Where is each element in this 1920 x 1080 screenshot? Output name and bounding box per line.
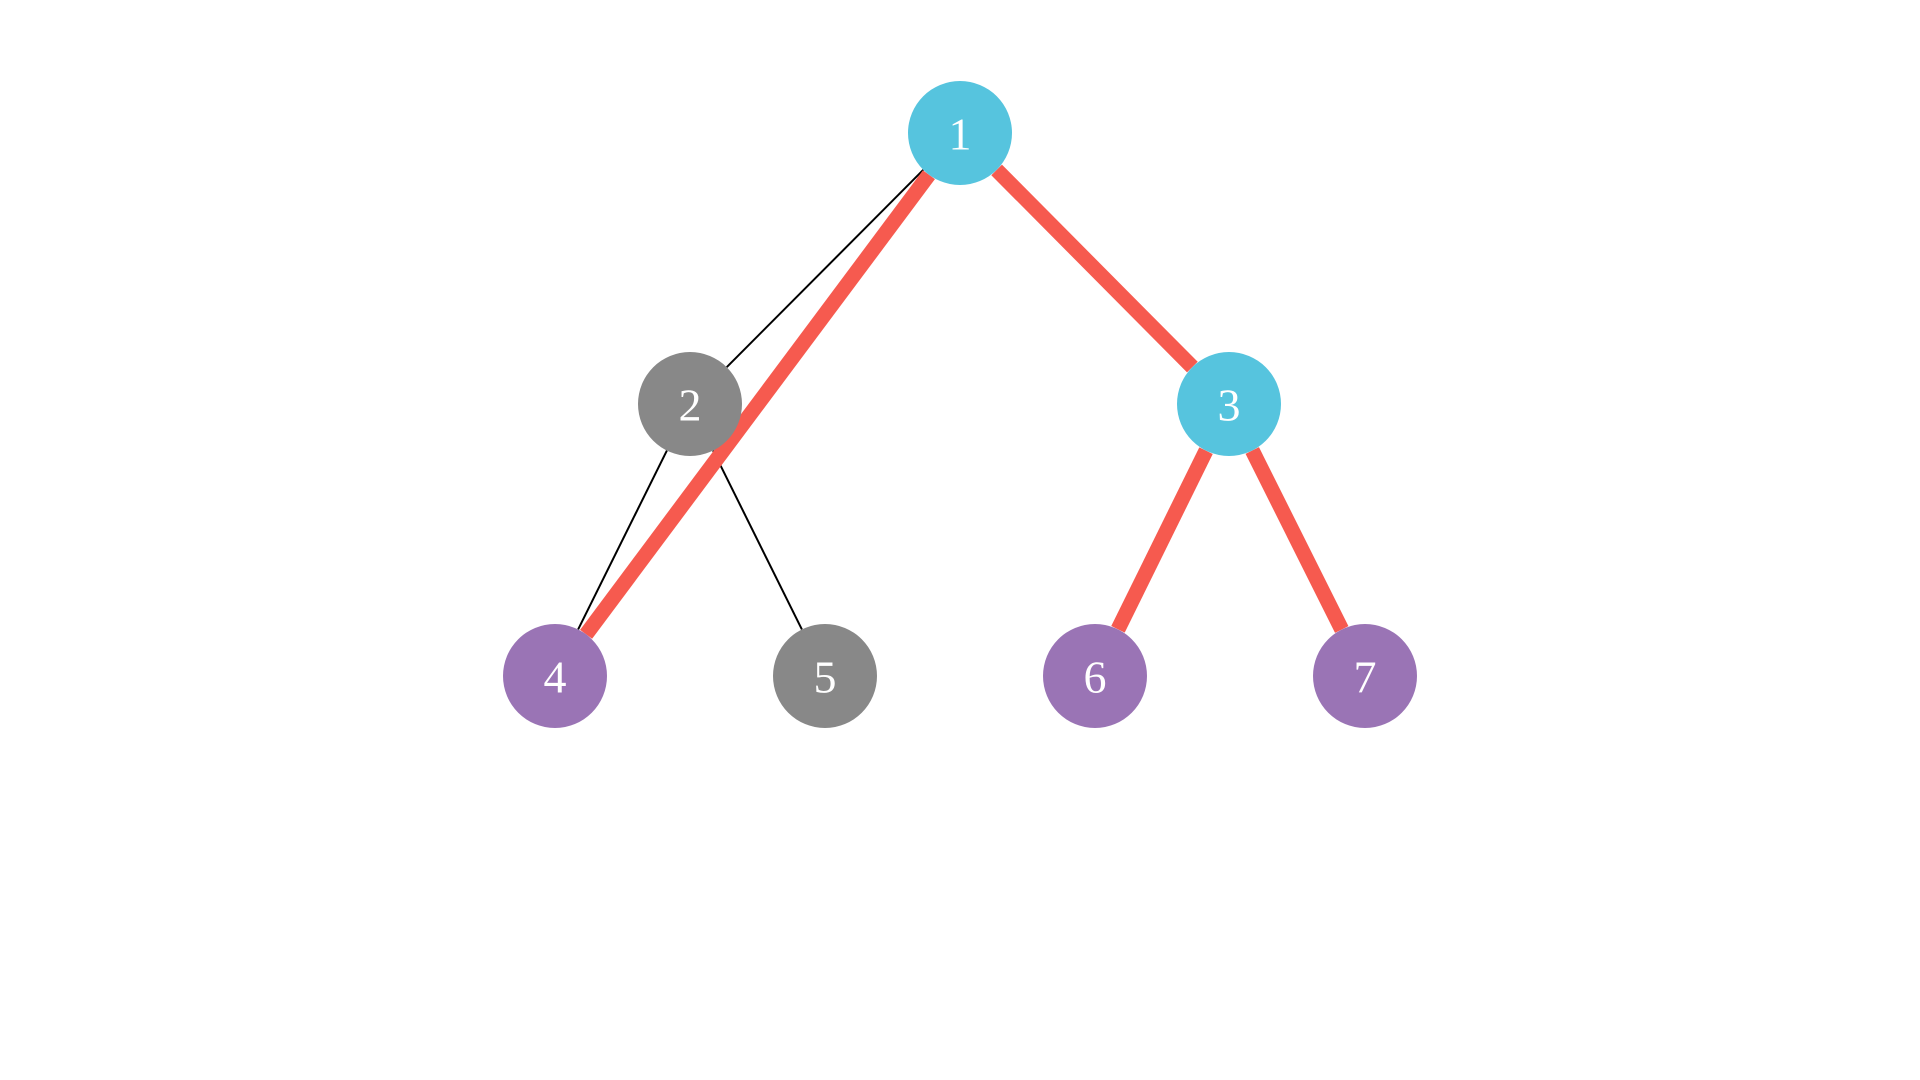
tree-node-3[interactable]: 3 [1177,352,1281,456]
node-circle-4[interactable] [503,624,607,728]
node-circle-2[interactable] [638,352,742,456]
edge-1-3 [991,164,1198,373]
edge-layer [577,164,1349,639]
edge-1-4 [580,170,935,639]
edge-2-4 [577,450,668,630]
edge-3-6 [1111,447,1213,633]
node-circle-6[interactable] [1043,624,1147,728]
edge-2-5 [712,450,803,630]
tree-node-4[interactable]: 4 [503,624,607,728]
tree-node-1[interactable]: 1 [908,81,1012,185]
tree-node-6[interactable]: 6 [1043,624,1147,728]
node-circle-1[interactable] [908,81,1012,185]
node-circle-3[interactable] [1177,352,1281,456]
tree-node-5[interactable]: 5 [773,624,877,728]
node-layer: 1 2 3 4 5 6 7 [503,81,1417,728]
tree-node-2[interactable]: 2 [638,352,742,456]
node-circle-5[interactable] [773,624,877,728]
edge-1-2 [725,169,925,368]
tree-node-7[interactable]: 7 [1313,624,1417,728]
node-circle-7[interactable] [1313,624,1417,728]
edge-3-7 [1245,447,1349,633]
